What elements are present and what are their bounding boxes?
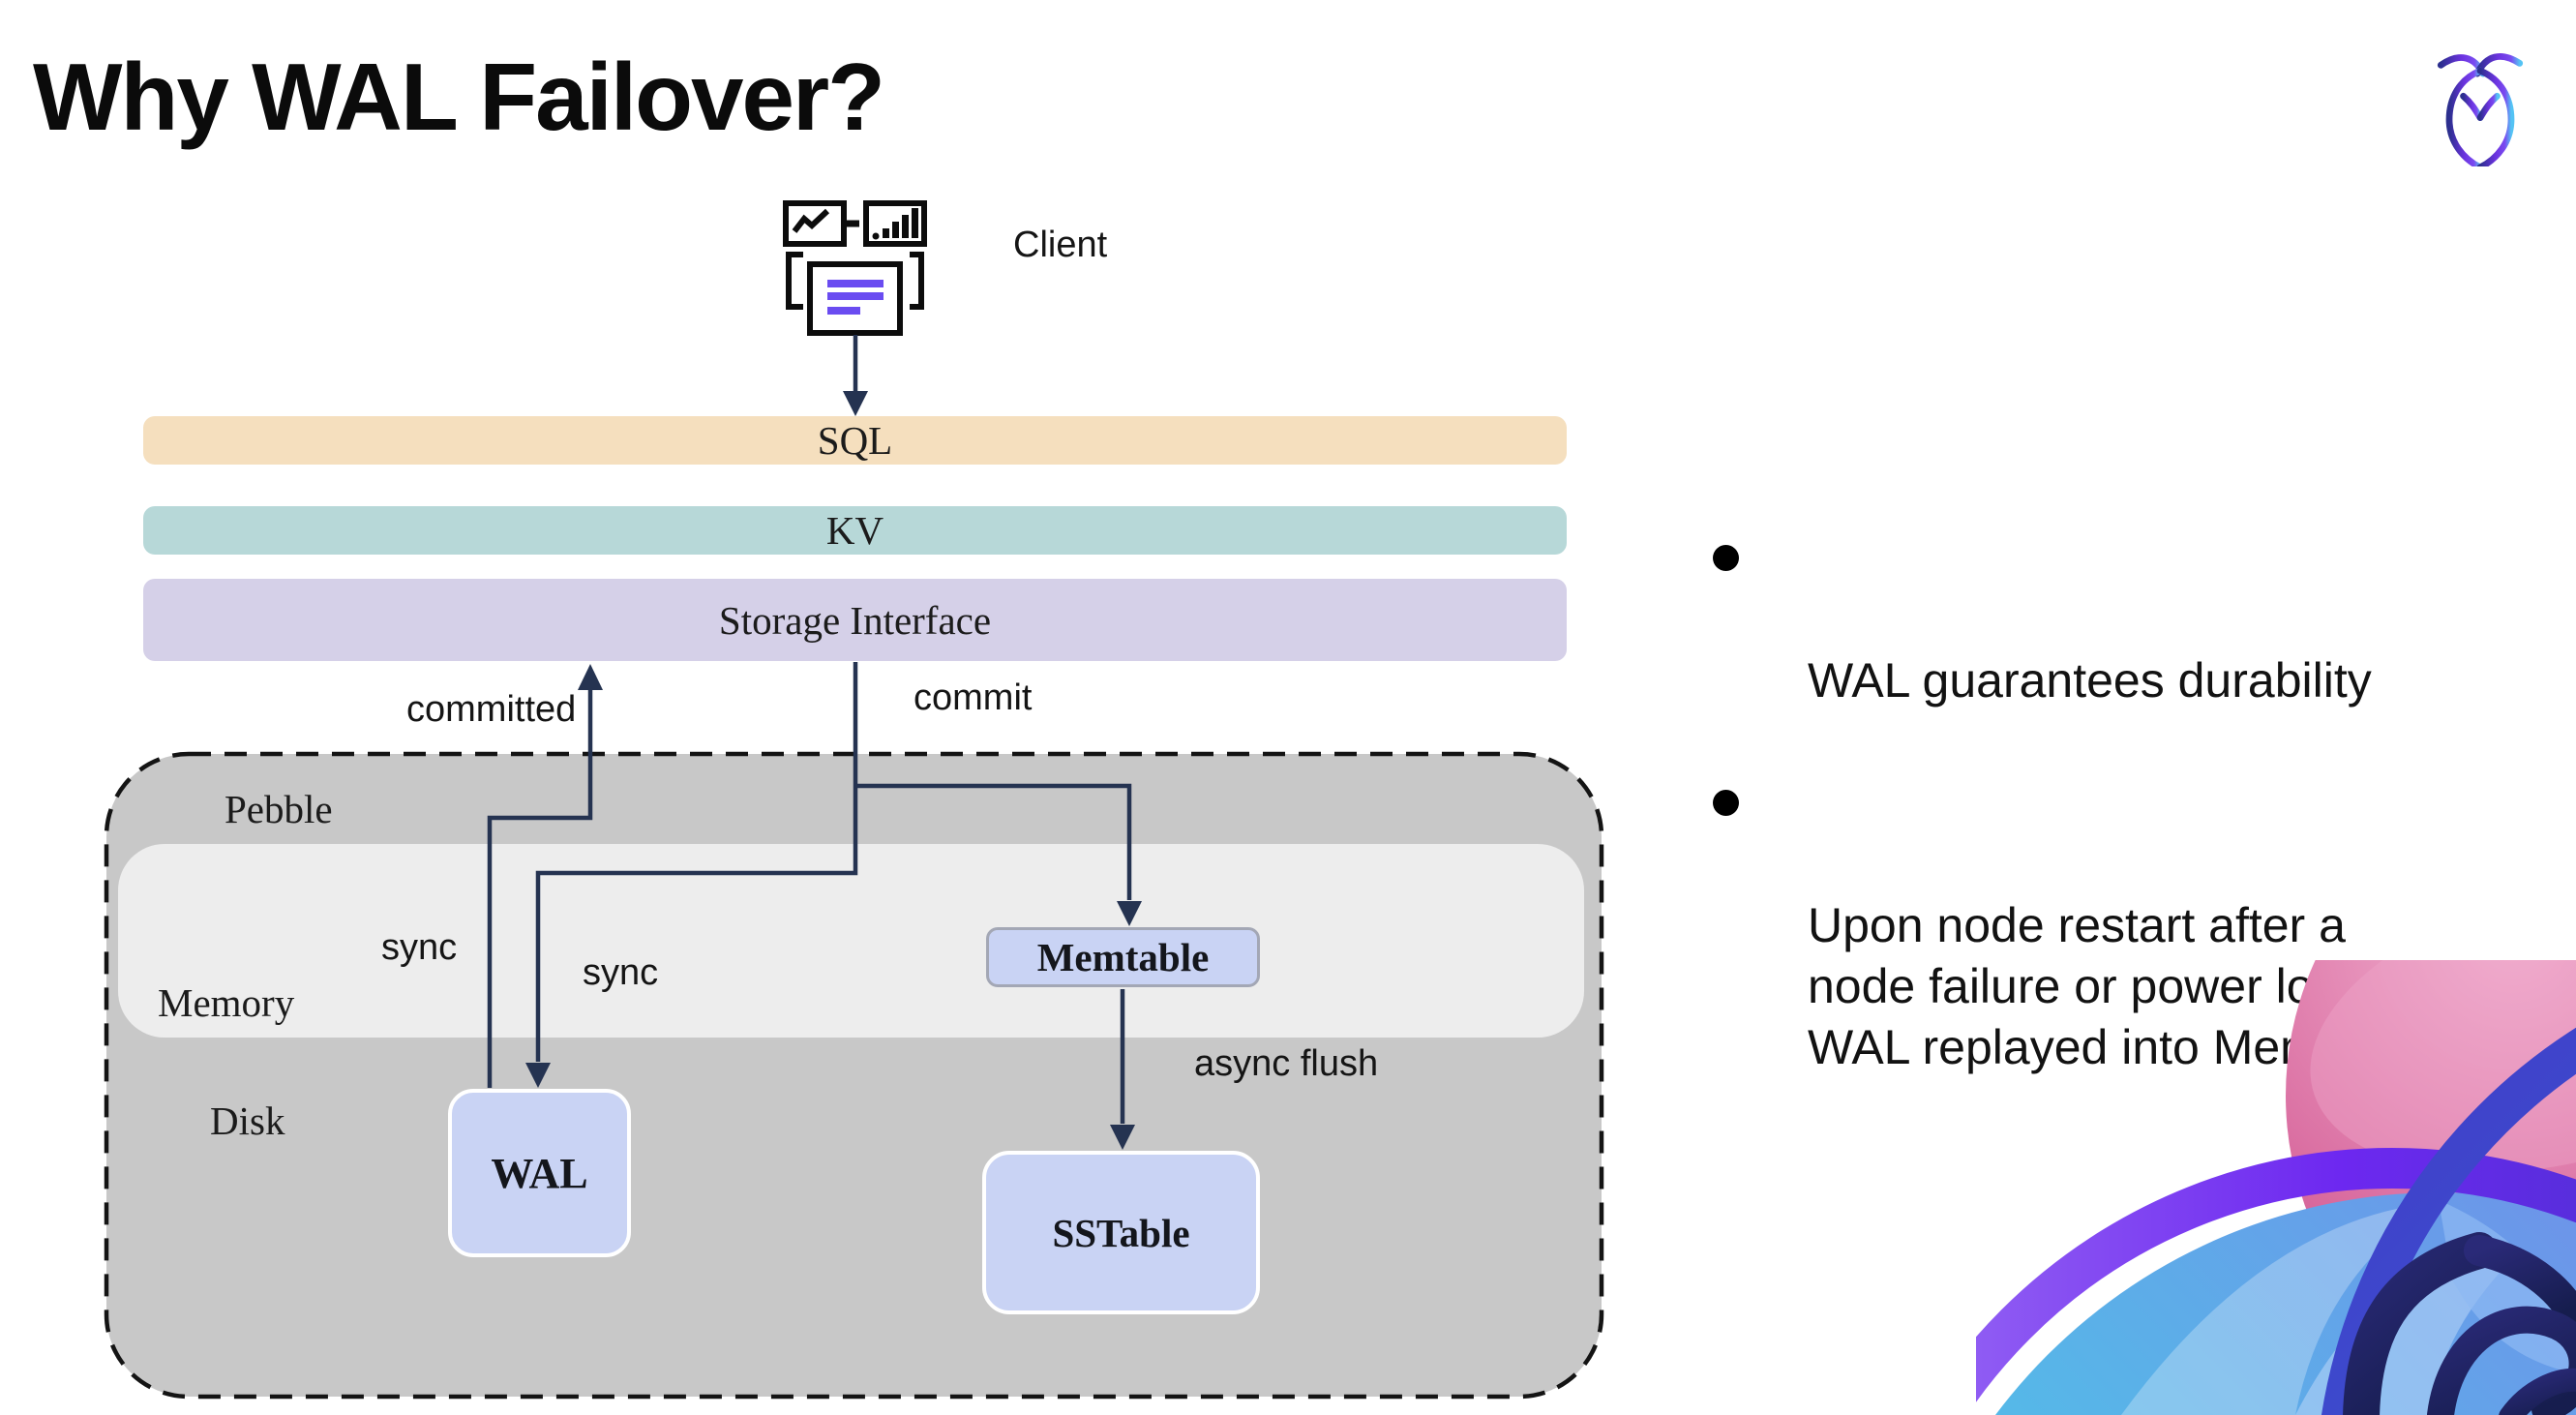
bracket-right-icon: [910, 252, 924, 310]
layer-sql-label: SQL: [817, 418, 893, 463]
arrowhead-committed: [578, 664, 603, 690]
sync-edge-label-left: sync: [381, 927, 458, 968]
disk-label: Disk: [210, 1099, 285, 1143]
layer-storage-interface: Storage Interface: [143, 579, 1567, 661]
page-title: Why WAL Failover?: [33, 44, 885, 150]
client-device-icon: [783, 200, 927, 336]
memory-band: [118, 844, 1584, 1038]
pebble-label: Pebble: [225, 787, 333, 831]
brand-art: [1976, 960, 2576, 1415]
bracket-left-icon: [786, 252, 803, 310]
async-flush-edge-label: async flush: [1194, 1043, 1379, 1084]
bullet-item: WAL guarantees durability: [1686, 528, 2557, 711]
sstable-node: SSTable: [982, 1151, 1260, 1314]
memory-label: Memory: [158, 980, 295, 1025]
bullet-text: WAL guarantees durability: [1808, 653, 2372, 708]
memtable-node: Memtable: [986, 927, 1260, 987]
arrowhead-client-sql: [843, 391, 868, 416]
line-chart-icon: [783, 200, 847, 247]
client-label: Client: [1013, 225, 1108, 265]
wal-node: WAL: [448, 1089, 631, 1257]
layer-sql: SQL: [143, 416, 1567, 465]
commit-edge-label: commit: [914, 677, 1033, 718]
memtable-label: Memtable: [1036, 935, 1210, 979]
cockroachdb-logo: [2437, 52, 2524, 166]
layer-kv-label: KV: [825, 508, 884, 553]
layer-storage-label: Storage Interface: [718, 597, 992, 643]
bullet-dot: [1713, 545, 1739, 571]
committed-edge-label: committed: [406, 689, 577, 730]
pebble-container: [104, 751, 1604, 1400]
layer-kv: KV: [143, 506, 1567, 555]
bullet-dot: [1713, 790, 1739, 816]
sync-edge-label-mid: sync: [583, 952, 659, 993]
wal-label: WAL: [491, 1149, 588, 1197]
sstable-label: SSTable: [1052, 1210, 1190, 1255]
